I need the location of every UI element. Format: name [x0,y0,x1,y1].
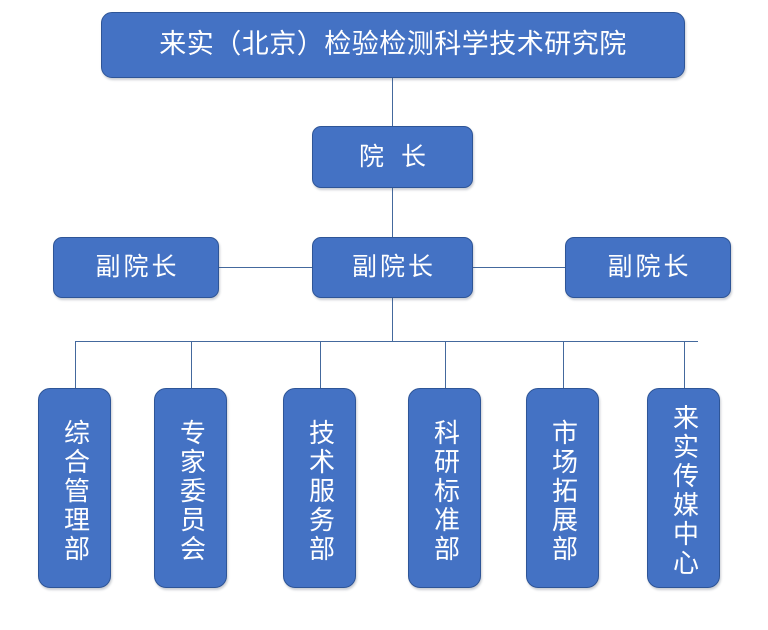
connector-vice-center-to-vice-left [219,267,313,268]
org-node-vice-director-left[interactable]: 副院长 [53,237,219,298]
org-node-dept-research-standard[interactable]: 科研标准部 [408,388,481,588]
org-node-vice-director-right[interactable]: 副院长 [565,237,731,298]
org-node-dept-general-management[interactable]: 综合管理部 [38,388,111,588]
connector-root-to-director [392,77,393,127]
connector-bus-to-dept-2 [191,341,192,389]
org-node-director[interactable]: 院 长 [312,126,473,188]
org-node-dept-market-development[interactable]: 市场拓展部 [526,388,599,588]
connector-vice-center-to-bus [392,297,393,342]
connector-bus-to-dept-4 [445,341,446,389]
connector-bus-to-dept-3 [320,341,321,389]
org-node-dept-technical-service[interactable]: 技术服务部 [283,388,356,588]
org-node-dept-laishi-media[interactable]: 来实传媒中心 [647,388,720,588]
connector-bus-to-dept-1 [75,341,76,389]
connector-director-to-vice-center [392,187,393,238]
org-node-institute[interactable]: 来实（北京）检验检测科学技术研究院 [101,12,685,78]
org-node-dept-expert-committee[interactable]: 专家委员会 [154,388,227,588]
org-node-vice-director-center[interactable]: 副院长 [312,237,473,298]
connector-bus-to-dept-6 [684,341,685,389]
connector-vice-center-to-vice-right [473,267,566,268]
connector-department-bus [75,341,698,342]
connector-bus-to-dept-5 [563,341,564,389]
